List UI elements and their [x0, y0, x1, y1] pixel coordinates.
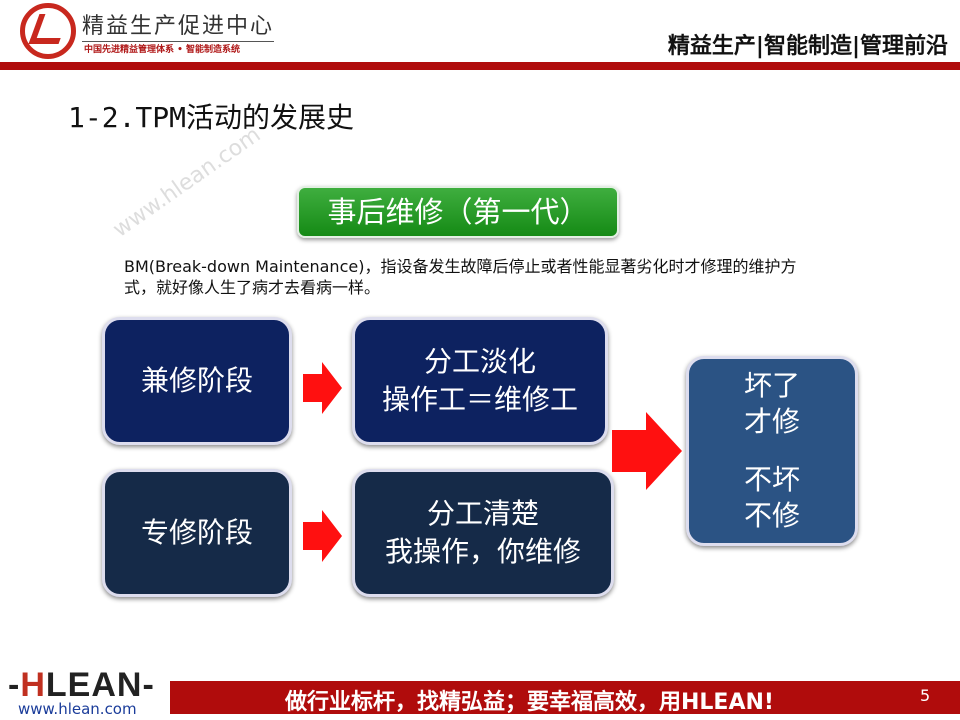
slide-title: 1-2.TPM活动的发展史 [68, 101, 355, 134]
arrow-right-icon [303, 510, 342, 562]
description: BM(Break-down Maintenance)，指设备发生故障后停止或者性… [124, 257, 797, 297]
arrow-right-icon [612, 412, 682, 490]
arrow-right-icon [303, 362, 342, 414]
header-tagline: 精益生产|智能制造|管理前沿 [667, 34, 948, 59]
stage-1-desc-box: 分工淡化操作工＝维修工 [352, 317, 608, 445]
result-box: 坏了 才修 不坏 不修 [686, 356, 858, 546]
stage-1-desc-line: 分工淡化 [423, 345, 536, 378]
page-number: 5 [920, 686, 931, 705]
brand-subtitle: 中国先进精益管理体系 • 智能制造系统 [84, 45, 241, 55]
footer-bar [170, 681, 960, 714]
footer-slogan: 做行业标杆，找精弘益；要幸福高效，用HLEAN! [285, 690, 774, 715]
stage-1-label: 兼修阶段 [140, 364, 253, 397]
watermark: www.hlean.com [108, 122, 266, 243]
result-line: 才修 [743, 405, 800, 438]
header-divider [0, 62, 960, 70]
result-line: 不修 [743, 499, 800, 532]
stage-2-desc-line: 分工清楚 [426, 497, 539, 530]
logo-icon [20, 3, 76, 59]
footer-logo: -HLEAN- [8, 666, 155, 704]
stage-1-box: 兼修阶段 [102, 317, 292, 445]
stage-1-desc-line: 操作工＝维修工 [381, 383, 578, 416]
stage-2-label: 专修阶段 [140, 516, 253, 549]
result-line: 不坏 [743, 463, 800, 496]
stage-2-desc-box: 分工清楚我操作，你维修 [352, 469, 614, 597]
brand-name: 精益生产促进中心 [82, 8, 275, 42]
stage-2-box: 专修阶段 [102, 469, 292, 597]
section-heading: 事后维修（第一代） [297, 186, 619, 238]
stage-2-desc-line: 我操作，你维修 [384, 535, 581, 568]
result-line: 坏了 [743, 369, 800, 402]
footer-url[interactable]: www.hlean.com [18, 700, 137, 718]
